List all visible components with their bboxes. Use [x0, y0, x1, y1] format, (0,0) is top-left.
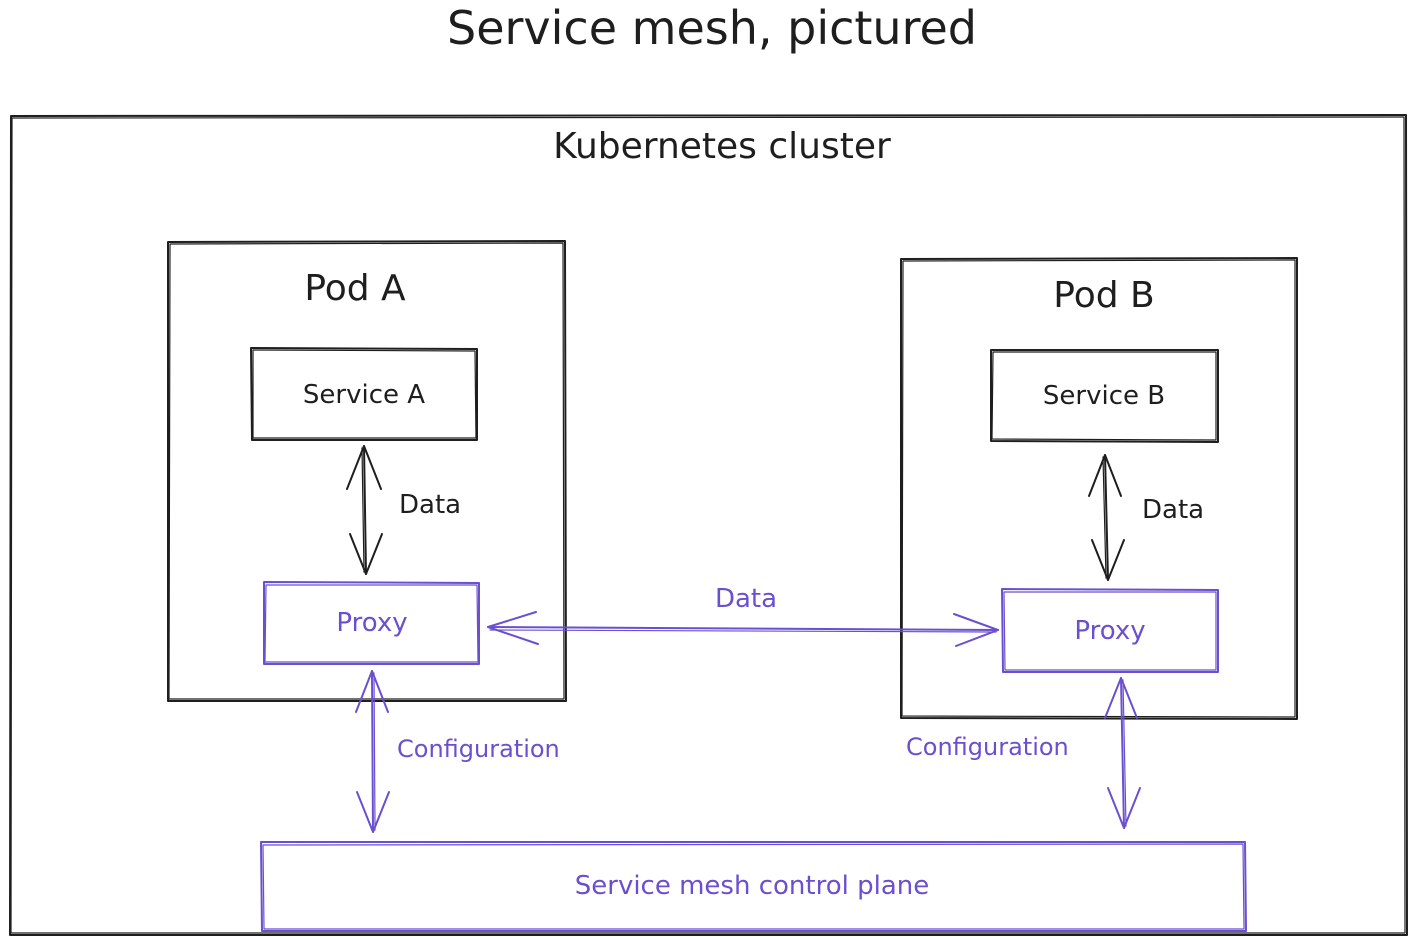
service-b-label: Service B [1043, 381, 1165, 411]
proxy-b-box: Proxy [1001, 588, 1219, 673]
control-plane-label: Service mesh control plane [575, 871, 930, 901]
data-label-b: Data [1142, 495, 1204, 525]
data-arrow-a: Data [346, 445, 461, 575]
config-label-b: Configuration [906, 733, 1069, 761]
proxy-a-box: Proxy [263, 581, 480, 665]
control-plane-box: Service mesh control plane [260, 841, 1247, 932]
proxy-link-label: Data [715, 584, 777, 614]
pod-a-label: Pod A [304, 268, 406, 309]
data-arrow-b: Data [1088, 454, 1204, 581]
config-label-a: Configuration [397, 735, 560, 763]
cluster-label: Kubernetes cluster [553, 126, 891, 167]
pod-a: Pod A Service A Data Proxy [167, 240, 567, 702]
pod-b-label: Pod B [1053, 275, 1154, 316]
proxy-data-link: Data [487, 584, 999, 647]
data-label-a: Data [399, 490, 461, 520]
proxy-b-label: Proxy [1074, 616, 1145, 646]
service-a-label: Service A [303, 380, 425, 410]
config-arrow-b: Configuration [906, 677, 1141, 829]
config-arrow-a: Configuration [355, 670, 560, 833]
service-b-box: Service B [990, 349, 1219, 443]
diagram-title: Service mesh, pictured [447, 1, 977, 55]
kubernetes-cluster: Kubernetes cluster [9, 114, 1408, 936]
service-a-box: Service A [250, 347, 478, 441]
pod-b: Pod B Service B Data Proxy [900, 257, 1298, 720]
proxy-a-label: Proxy [336, 608, 407, 638]
